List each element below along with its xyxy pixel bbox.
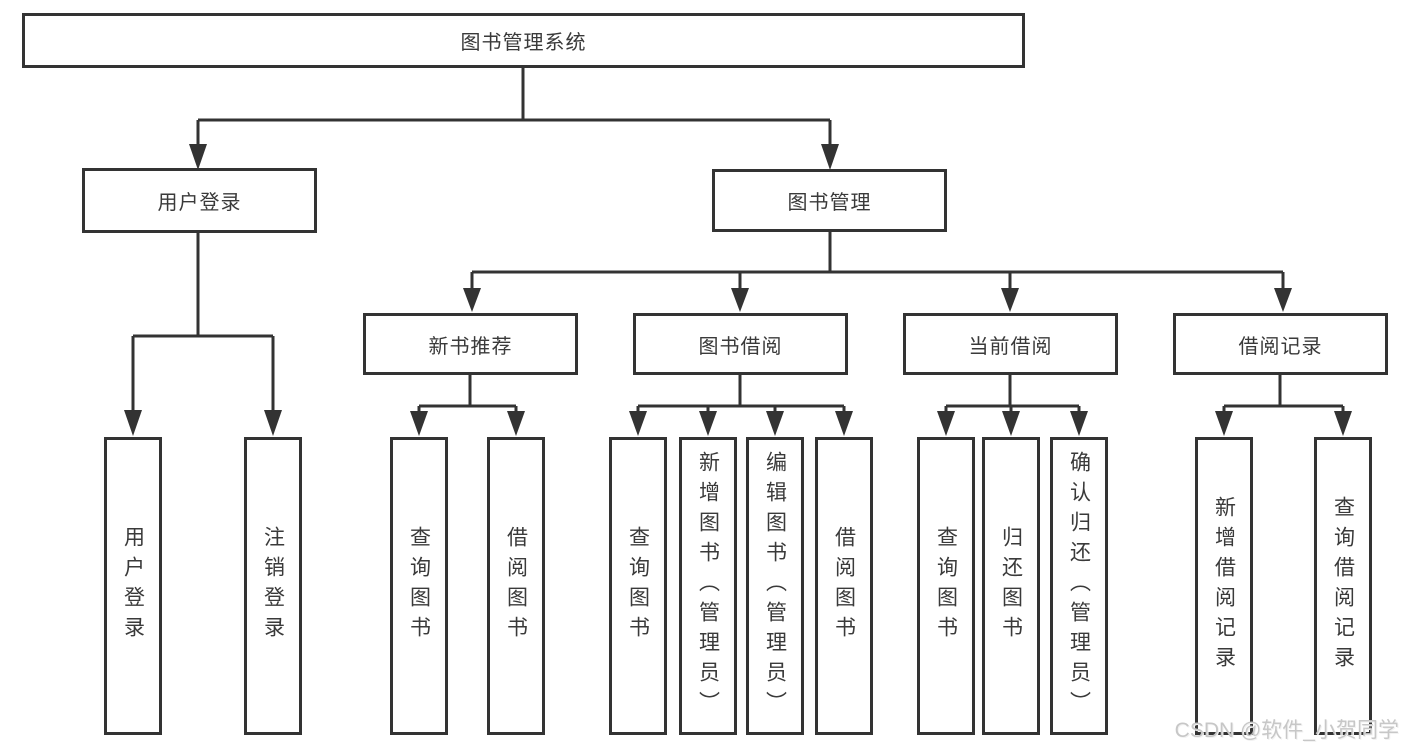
node-book-management: 图书管理: [712, 169, 947, 232]
node-label: 查询借阅记录: [1331, 496, 1355, 676]
node-label: 注销登录: [261, 526, 285, 646]
node-label: 借阅图书: [832, 526, 856, 646]
node-user-login: 用户登录: [82, 168, 317, 233]
node-label: 图书借阅: [698, 335, 783, 358]
node-label: 图书管理系统: [460, 32, 587, 54]
connector-borrowing-records-group: [1222, 375, 1345, 413]
node-label: 用户登录: [121, 526, 145, 646]
leaf-query-books-2: 查询图书: [609, 437, 667, 735]
connector-book-management-group: [470, 232, 1285, 290]
node-label: 查询图书: [934, 526, 958, 646]
leaf-borrow-books-2: 借阅图书: [815, 437, 873, 735]
leaf-query-books-3: 查询图书: [917, 437, 975, 735]
node-new-book-recommend: 新书推荐: [363, 313, 578, 375]
node-label: 归还图书: [999, 526, 1023, 646]
arrowheads: [124, 144, 1352, 436]
node-label: 当前借阅: [968, 335, 1053, 358]
csdn-watermark: CSDN @软件_小贺同学: [1174, 719, 1399, 742]
connector-user-login-group: [131, 233, 275, 412]
leaf-return-books: 归还图书: [982, 437, 1040, 735]
node-label: 查询图书: [407, 526, 431, 646]
connector-new-book-group: [417, 375, 518, 413]
node-label: 确认归还（管理员）: [1067, 451, 1091, 721]
connector-book-borrowing-group: [636, 375, 846, 413]
node-label: 新增图书（管理员）: [696, 451, 720, 721]
node-borrowing-records: 借阅记录: [1173, 313, 1388, 375]
leaf-edit-books-admin: 编辑图书（管理员）: [746, 437, 804, 735]
node-book-borrowing: 图书借阅: [633, 313, 848, 375]
leaf-borrow-books-1: 借阅图书: [487, 437, 545, 735]
node-label: 用户登录: [157, 192, 242, 214]
node-label: 新增借阅记录: [1212, 496, 1236, 676]
leaf-user-login: 用户登录: [104, 437, 162, 735]
node-library-management-system: 图书管理系统: [22, 13, 1025, 68]
node-label: 借阅图书: [504, 526, 528, 646]
leaf-add-books-admin: 新增图书（管理员）: [679, 437, 737, 735]
connector-root-to-level2: [196, 68, 832, 146]
leaf-logout-login: 注销登录: [244, 437, 302, 735]
node-label: 查询图书: [626, 526, 650, 646]
leaf-query-borrow-record: 查询借阅记录: [1314, 437, 1372, 735]
leaf-confirm-return-admin: 确认归还（管理员）: [1050, 437, 1108, 735]
node-label: 借阅记录: [1238, 335, 1323, 358]
leaf-query-books-1: 查询图书: [390, 437, 448, 735]
connector-current-borrowing-group: [944, 375, 1081, 413]
node-label: 图书管理: [787, 192, 872, 214]
leaf-add-borrow-record: 新增借阅记录: [1195, 437, 1253, 735]
node-label: 新书推荐: [428, 335, 513, 358]
node-label: 编辑图书（管理员）: [763, 451, 787, 721]
node-current-borrowing: 当前借阅: [903, 313, 1118, 375]
